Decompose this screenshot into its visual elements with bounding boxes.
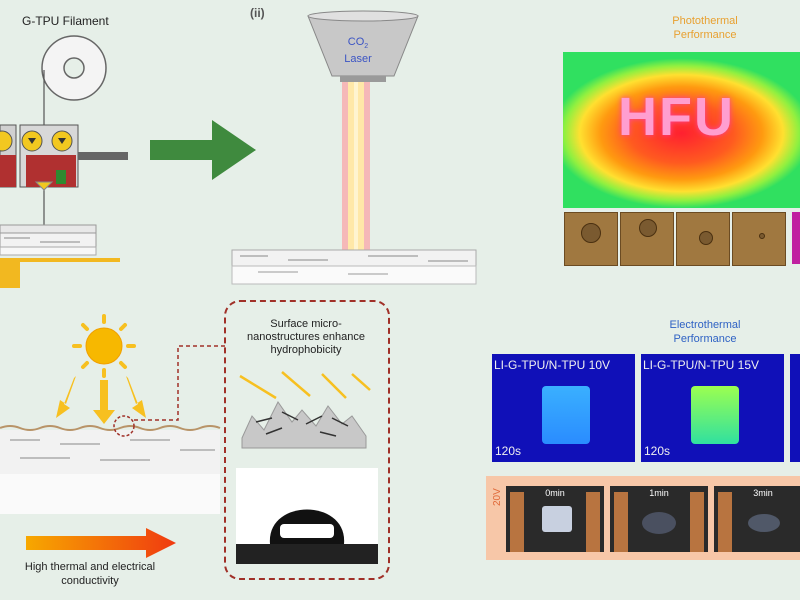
contact-angle-image <box>236 468 378 564</box>
droplet-frame-4 <box>732 212 786 266</box>
process-arrow-icon <box>150 120 256 180</box>
surface-zoom-box <box>224 300 390 580</box>
ir-hotspot <box>542 386 590 444</box>
film-time-label: 1min <box>649 488 669 498</box>
filament-label: G-TPU Filament <box>22 14 109 28</box>
ir-panel-15v: LI-G-TPU/N-TPU 15V 120s <box>641 354 784 462</box>
sun-substrate-illustration <box>0 314 226 514</box>
film-frame-2: 1min <box>610 486 708 552</box>
ir-hotspot <box>691 386 739 444</box>
laser-label: CO2 Laser <box>318 36 398 65</box>
ir-panel-partial <box>790 354 800 462</box>
droplet-frame-3 <box>676 212 730 266</box>
droplet-frame-2 <box>620 212 674 266</box>
thermal-image <box>563 52 800 208</box>
droplet-frame-1 <box>564 212 618 266</box>
thermal-image-text: HFU <box>618 87 735 147</box>
laser-illustration <box>231 10 477 285</box>
laser-subscript: 2 <box>364 43 369 51</box>
conductivity-arrow-icon <box>26 528 176 558</box>
film-strip: 20V 0min 1min 3min <box>486 476 800 560</box>
film-frame-1: 0min <box>506 486 604 552</box>
sun-icon <box>72 314 136 378</box>
ir-panel-label: LI-G-TPU/N-TPU 10V <box>494 358 611 372</box>
micro-structure-illustration <box>239 371 371 449</box>
surface-label: Surface micro-nanostructures enhance hyd… <box>246 318 366 356</box>
film-time-label: 0min <box>545 488 565 498</box>
ir-panel-time: 120s <box>644 444 671 458</box>
film-time-label: 3min <box>753 488 773 498</box>
ir-panel-label: LI-G-TPU/N-TPU 15V <box>643 358 760 372</box>
photothermal-title: Photothermal Performance <box>672 15 738 41</box>
laser-word: Laser <box>344 53 372 66</box>
water-droplet-icon <box>236 509 378 564</box>
droplet-frame-5 <box>792 212 800 264</box>
step-ii-label: (ii) <box>250 6 265 20</box>
ir-panel-time: 120s <box>495 444 522 458</box>
printer-illustration <box>0 35 128 288</box>
electrothermal-title: Electrothermal Performance <box>669 319 741 345</box>
film-voltage-label: 20V <box>492 488 503 506</box>
conductivity-label: High thermal and electrical conductivity <box>24 561 156 587</box>
ir-panel-10v: LI-G-TPU/N-TPU 10V 120s <box>492 354 635 462</box>
laser-co-text: CO <box>347 36 365 48</box>
film-frame-3: 3min <box>714 486 800 552</box>
